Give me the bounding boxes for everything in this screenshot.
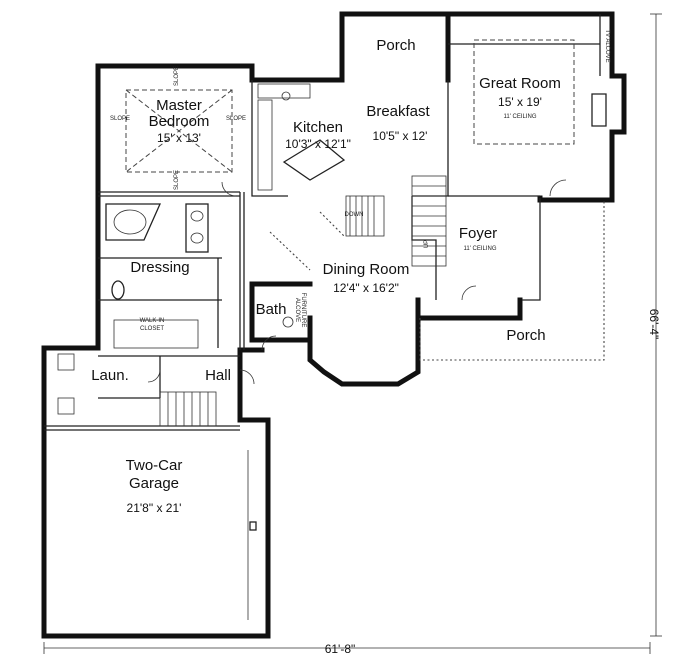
slope-label-top: SLOPE xyxy=(174,66,180,86)
laundry-label: Laun. xyxy=(91,367,129,384)
tv-alcove-label: TV ALCOVE xyxy=(604,29,610,62)
overall-width-label: 61'-8" xyxy=(325,642,356,656)
sink-icon xyxy=(281,91,291,101)
stairs xyxy=(159,175,447,427)
toilet-icon xyxy=(111,280,125,300)
master-bedroom-label-2: Bedroom xyxy=(149,113,210,130)
sink-icon xyxy=(190,210,204,222)
great-room-label: Great Room xyxy=(479,75,561,92)
door-icon xyxy=(147,369,161,383)
foyer-label: Foyer xyxy=(459,225,497,242)
great-room-size: 15' x 19' xyxy=(498,95,542,109)
door-icon xyxy=(221,181,237,197)
walk-in-closet-label-2: CLOSET xyxy=(140,326,164,332)
room-labels: Porch Great Room 15' x 19' 11' CEILING T… xyxy=(91,29,661,656)
stairs-up-label: UP xyxy=(424,240,430,248)
garage-size: 21'8" x 21' xyxy=(127,501,182,515)
door-icon xyxy=(549,179,567,197)
bathtub-icon xyxy=(105,203,162,241)
kitchen-size: 10'3" x 12'1" xyxy=(285,137,351,151)
door-icon xyxy=(239,369,255,385)
door-icon xyxy=(261,335,277,351)
dimension-lines xyxy=(43,13,662,654)
master-bedroom-size: 15' x 13' xyxy=(157,131,201,145)
sink-icon xyxy=(282,316,294,328)
dining-room-size: 12'4" x 16'2" xyxy=(333,281,399,295)
slope-label-left: SLOPE xyxy=(110,116,130,122)
overall-depth-label: 66'-4" xyxy=(647,309,661,340)
master-bedroom-label-1: Master xyxy=(156,97,202,114)
kitchen-label: Kitchen xyxy=(293,119,343,136)
hall-label: Hall xyxy=(205,367,231,384)
dressing-label: Dressing xyxy=(130,259,189,276)
porch-front-label: Porch xyxy=(506,327,545,344)
bath-label: Bath xyxy=(256,301,287,318)
slope-label-bottom: SLOPE xyxy=(174,170,180,190)
furniture-alcove-label-1: FURNITURE xyxy=(300,293,306,328)
sink-icon xyxy=(190,232,204,244)
porch-top-label: Porch xyxy=(376,37,415,54)
foyer-ceiling: 11' CEILING xyxy=(463,246,496,252)
breakfast-size: 10'5" x 12' xyxy=(373,129,428,143)
door-icon xyxy=(461,285,477,301)
breakfast-label: Breakfast xyxy=(366,103,430,120)
stairs-down-label: DOWN xyxy=(345,212,364,218)
walk-in-closet-label-1: WALK-IN xyxy=(140,318,165,324)
fixtures xyxy=(57,39,607,620)
slope-label-right: SLOPE xyxy=(226,116,246,122)
dining-room-label: Dining Room xyxy=(323,261,410,278)
garage-label-1: Two-Car xyxy=(126,457,183,474)
furniture-alcove-label-2: ALCOVE xyxy=(294,298,300,322)
fireplace-icon xyxy=(591,93,607,127)
great-room-ceiling: 11' CEILING xyxy=(503,114,536,120)
garage-label-2: Garage xyxy=(129,475,179,492)
